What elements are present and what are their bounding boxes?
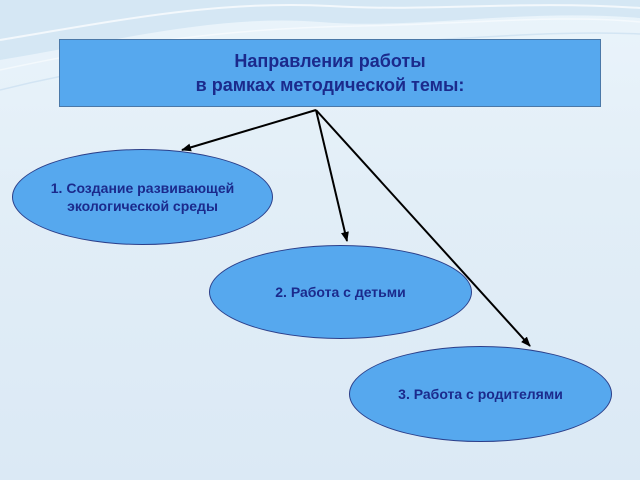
title-line-2: в рамках методической темы: bbox=[195, 75, 465, 95]
node-work-with-parents: 3. Работа с родителями bbox=[349, 346, 612, 442]
node-3-label: 3. Работа с родителями bbox=[398, 386, 563, 402]
node-environment: 1. Создание развивающей экологической ср… bbox=[12, 149, 273, 245]
title-box: Направления работы в рамках методической… bbox=[59, 39, 601, 107]
node-work-with-children: 2. Работа с детьми bbox=[209, 245, 472, 339]
title-line-1: Направления работы bbox=[234, 51, 426, 71]
node-1-line-2: экологической среды bbox=[67, 198, 218, 214]
node-2-label: 2. Работа с детьми bbox=[275, 284, 406, 300]
node-1-line-1: 1. Создание развивающей bbox=[50, 180, 235, 196]
